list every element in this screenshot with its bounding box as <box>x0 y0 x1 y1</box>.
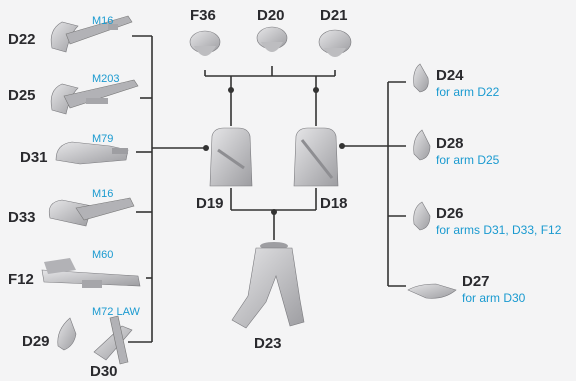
head-d20 <box>256 26 288 52</box>
part-code-d25: D25 <box>8 87 36 104</box>
hand-d29 <box>57 317 77 351</box>
note-d24: for arm D22 <box>436 85 500 99</box>
part-code-d19: D19 <box>196 195 224 212</box>
part-code-d29: D29 <box>22 333 50 350</box>
weapon-label-d22: M16 <box>92 15 114 27</box>
part-code-d28: D28 <box>436 135 464 152</box>
part-code-d24: D24 <box>436 67 464 84</box>
weapon-label-d33: M16 <box>92 188 114 200</box>
hand-d24 <box>413 63 429 93</box>
part-code-d26: D26 <box>436 205 464 222</box>
hand-d27 <box>407 283 457 299</box>
hand-d26 <box>413 201 431 231</box>
part-code-f12: F12 <box>8 271 34 288</box>
torso-d18 <box>293 127 339 187</box>
part-code-d18: D18 <box>320 195 348 212</box>
note-d27: for arm D30 <box>462 291 526 305</box>
part-code-f36: F36 <box>190 7 216 24</box>
weapon-label-f12: M60 <box>92 249 114 261</box>
arm-m79-d31 <box>55 141 129 165</box>
note-d26: for arms D31, D33, F12 <box>436 223 562 237</box>
head-d21 <box>318 29 352 57</box>
arm-m72law-d30 <box>93 315 133 365</box>
part-code-d31: D31 <box>20 149 48 166</box>
arm-m203-d25 <box>50 79 139 115</box>
part-code-d30: D30 <box>90 363 118 380</box>
arm-m16-d22 <box>50 15 133 53</box>
arm-m16-d33 <box>48 197 135 227</box>
part-code-d23: D23 <box>254 335 282 352</box>
part-code-d27: D27 <box>462 273 490 290</box>
part-code-d21: D21 <box>320 7 348 24</box>
legs-d23 <box>231 242 305 329</box>
part-code-d20: D20 <box>257 7 285 24</box>
weapon-label-d25: M203 <box>92 73 120 85</box>
part-code-d22: D22 <box>8 31 36 48</box>
hand-d28 <box>413 129 431 161</box>
torso-d19 <box>209 127 253 187</box>
head-f36 <box>189 30 221 56</box>
note-d28: for arm D25 <box>436 153 500 167</box>
weapon-label-d30: M72 LAW <box>92 306 140 318</box>
weapon-label-d31: M79 <box>92 133 114 145</box>
arm-m60-f12 <box>41 258 141 288</box>
part-code-d33: D33 <box>8 209 36 226</box>
